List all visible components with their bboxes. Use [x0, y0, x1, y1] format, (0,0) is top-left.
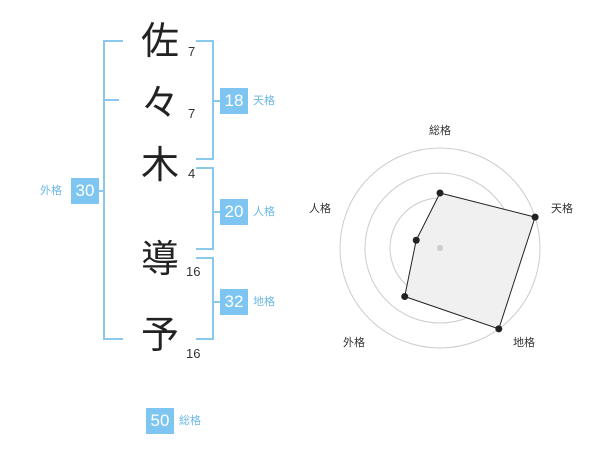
name-char-3: 木	[140, 143, 179, 187]
gaikaku-label: 外格	[40, 184, 62, 197]
stroke-count-1: 7	[188, 44, 196, 59]
radar-grid-ring	[339, 147, 541, 349]
radar-score-polygon	[404, 192, 536, 330]
name-char-1: 佐	[140, 19, 179, 63]
jinkaku-bracket	[196, 167, 214, 250]
radar-score-points	[401, 189, 539, 333]
soukaku-value-badge: 50	[146, 408, 174, 434]
radar-axis-label-chikaku: 地格	[513, 335, 535, 349]
radar-axis-label-gaikaku: 外格	[343, 335, 365, 349]
name-char-2: 々	[140, 81, 179, 125]
stroke-count-2: 7	[188, 106, 196, 121]
radar-score-point-2	[495, 325, 503, 333]
chikaku-bracket	[196, 257, 214, 340]
jinkaku-label: 人格	[253, 205, 275, 218]
stroke-count-3: 4	[188, 166, 196, 181]
radar-center-dot	[437, 245, 443, 251]
radar-axis-label-jinkaku: 人格	[309, 201, 331, 215]
chikaku-bracket-connector	[213, 301, 220, 303]
stroke-count-4: 16	[186, 264, 201, 279]
gaikaku-bracket	[103, 40, 123, 340]
radar-axis-label-soukaku: 総格	[429, 123, 451, 137]
name-char-4: 導	[140, 237, 179, 281]
tenkaku-bracket-connector	[213, 100, 220, 102]
stroke-count-5: 16	[186, 346, 201, 361]
radar-score-point-0	[436, 189, 444, 197]
gaikaku-value-badge: 30	[71, 178, 99, 204]
gaikaku-bracket-connector	[98, 190, 104, 192]
radar-score-point-4	[412, 236, 420, 244]
radar-score-point-1	[531, 213, 539, 221]
gaikaku-bracket-tick	[103, 99, 119, 101]
chikaku-value-badge: 32	[220, 289, 248, 315]
tenkaku-value-badge: 18	[220, 88, 248, 114]
radar-score-point-3	[401, 293, 409, 301]
radar-axis-label-tenkaku: 天格	[551, 201, 573, 215]
name-char-5: 予	[140, 313, 179, 357]
jinkaku-value-badge: 20	[220, 199, 248, 225]
chikaku-label: 地格	[253, 295, 275, 308]
tenkaku-label: 天格	[253, 94, 275, 107]
jinkaku-bracket-connector	[213, 211, 220, 213]
soukaku-label: 総格	[179, 414, 201, 427]
